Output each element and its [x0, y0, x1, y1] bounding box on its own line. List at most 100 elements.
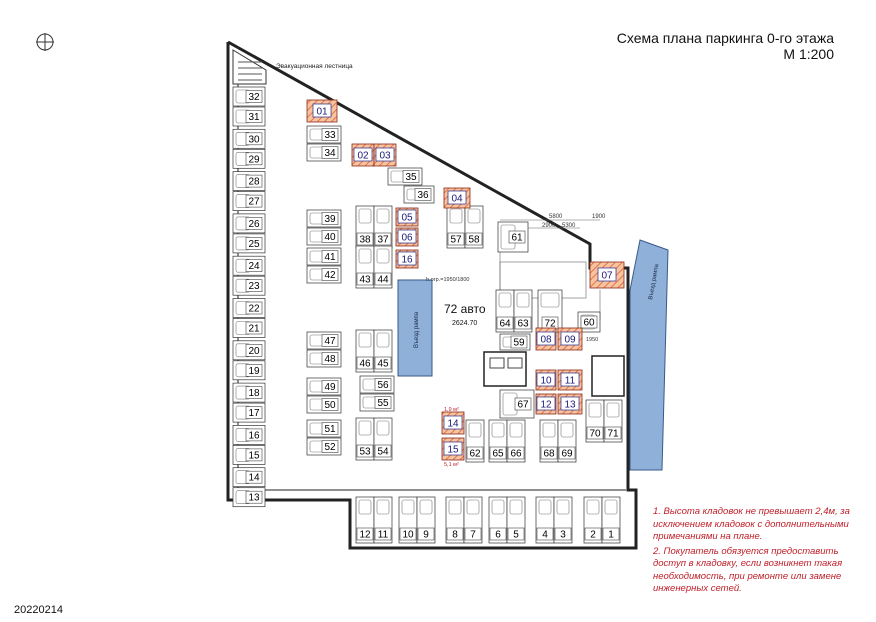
storage-14: 14: [441, 411, 465, 435]
parking-space-18: 18: [232, 382, 266, 403]
note-1: 1. Высота кладовок не превышает 2,4м, за…: [653, 506, 850, 542]
parking-space-8: 8: [445, 496, 465, 544]
parking-space-25: 25: [232, 233, 266, 254]
storage-08: 08: [535, 327, 557, 351]
parking-space-label: 70: [589, 429, 601, 440]
parking-space-64: 64: [495, 289, 515, 333]
storage-09: 09: [557, 327, 583, 351]
parking-space-59: 59: [499, 333, 531, 351]
parking-space-label: 65: [492, 449, 504, 460]
parking-space-label: 55: [377, 398, 389, 409]
parking-space-label: 61: [511, 233, 523, 244]
parking-space-label: 66: [510, 449, 522, 460]
parking-space-57: 57: [446, 205, 466, 249]
storage-10: 10: [535, 369, 557, 391]
storage-label: 14: [447, 419, 459, 430]
parking-space-label: 41: [324, 252, 336, 263]
parking-space-label: 6: [495, 530, 501, 541]
parking-space-60: 60: [577, 311, 601, 333]
parking-space-label: 22: [248, 304, 260, 315]
storage-label: 03: [379, 151, 391, 162]
storage-01: 01: [306, 99, 338, 123]
svg-text:5,1 м²: 5,1 м²: [444, 462, 459, 468]
parking-space-label: 4: [542, 530, 548, 541]
parking-space-4: 4: [535, 496, 555, 544]
area-total: 2624.70: [452, 320, 477, 327]
parking-space-label: 39: [324, 214, 336, 225]
storage-label: 16: [401, 255, 413, 266]
storage-13: 13: [557, 393, 583, 415]
parking-space-20: 20: [232, 340, 266, 361]
parking-space-14: 14: [232, 467, 266, 488]
parking-space-55: 55: [359, 393, 395, 412]
parking-space-53: 53: [355, 417, 375, 461]
parking-space-72: 72: [537, 289, 563, 333]
parking-space-17: 17: [232, 402, 266, 423]
parking-space-56: 56: [359, 375, 395, 394]
parking-space-label: 56: [377, 380, 389, 391]
parking-space-label: 71: [607, 429, 619, 440]
parking-space-label: 9: [423, 530, 429, 541]
parking-space-label: 16: [248, 430, 260, 441]
date-stamp: 20220214: [14, 604, 63, 616]
parking-space-label: 38: [359, 235, 371, 246]
parking-space-49: 49: [306, 377, 342, 396]
parking-space-label: 29: [248, 154, 260, 165]
parking-space-66: 66: [506, 419, 526, 463]
parking-space-70: 70: [585, 399, 605, 443]
parking-space-44: 44: [373, 245, 393, 289]
parking-space-label: 7: [470, 530, 476, 541]
parking-space-label: 59: [513, 338, 525, 349]
parking-space-40: 40: [306, 227, 342, 246]
parking-space-46: 46: [355, 329, 375, 373]
parking-space-23: 23: [232, 275, 266, 296]
parking-space-54: 54: [373, 417, 393, 461]
parking-space-label: 23: [248, 281, 260, 292]
plan-title: Схема плана паркинга 0-го этажа М 1:200: [617, 30, 834, 62]
storage-label: 06: [401, 233, 413, 244]
parking-space-label: 42: [324, 270, 336, 281]
parking-space-58: 58: [464, 205, 484, 249]
parking-space-6: 6: [488, 496, 508, 544]
storage-03: 03: [373, 143, 397, 167]
parking-space-5: 5: [506, 496, 526, 544]
parking-space-label: 54: [377, 447, 389, 458]
parking-space-label: 19: [248, 366, 260, 377]
parking-space-label: 72: [544, 319, 556, 330]
parking-space-28: 28: [232, 171, 266, 191]
parking-space-42: 42: [306, 265, 342, 284]
parking-space-label: 51: [324, 424, 336, 435]
evacuation-stair: Эвакуационная лестница: [232, 49, 353, 85]
parking-space-label: 32: [248, 92, 260, 103]
parking-space-26: 26: [232, 213, 266, 234]
parking-space-label: 1: [608, 530, 614, 541]
parking-space-label: 64: [499, 319, 511, 330]
cars-count: 72 авто: [444, 302, 486, 316]
plan-scale: М 1:200: [783, 46, 834, 62]
parking-space-37: 37: [373, 205, 393, 249]
parking-space-61: 61: [497, 221, 529, 253]
parking-space-2: 2: [583, 496, 603, 544]
parking-space-9: 9: [416, 496, 436, 544]
parking-space-31: 31: [232, 106, 266, 127]
parking-space-label: 12: [359, 530, 371, 541]
parking-space-label: 28: [248, 177, 260, 188]
svg-text:1900: 1900: [592, 214, 606, 220]
parking-space-label: 21: [248, 324, 260, 335]
parking-space-19: 19: [232, 360, 266, 381]
parking-space-65: 65: [488, 419, 508, 463]
parking-space-label: 37: [377, 235, 389, 246]
parking-space-29: 29: [232, 148, 266, 169]
outer-ramp: [629, 239, 669, 471]
parking-space-label: 2: [590, 530, 596, 541]
parking-space-label: 40: [324, 232, 336, 243]
parking-space-label: 35: [405, 172, 417, 183]
north-arrow-icon: [36, 33, 54, 51]
parking-space-label: 24: [248, 261, 260, 272]
parking-space-16: 16: [232, 425, 266, 445]
parking-space-3: 3: [553, 496, 573, 544]
elevator-core: [483, 351, 527, 387]
parking-space-21: 21: [232, 318, 266, 338]
storage-11: 11: [557, 369, 583, 391]
parking-space-label: 20: [248, 346, 260, 357]
